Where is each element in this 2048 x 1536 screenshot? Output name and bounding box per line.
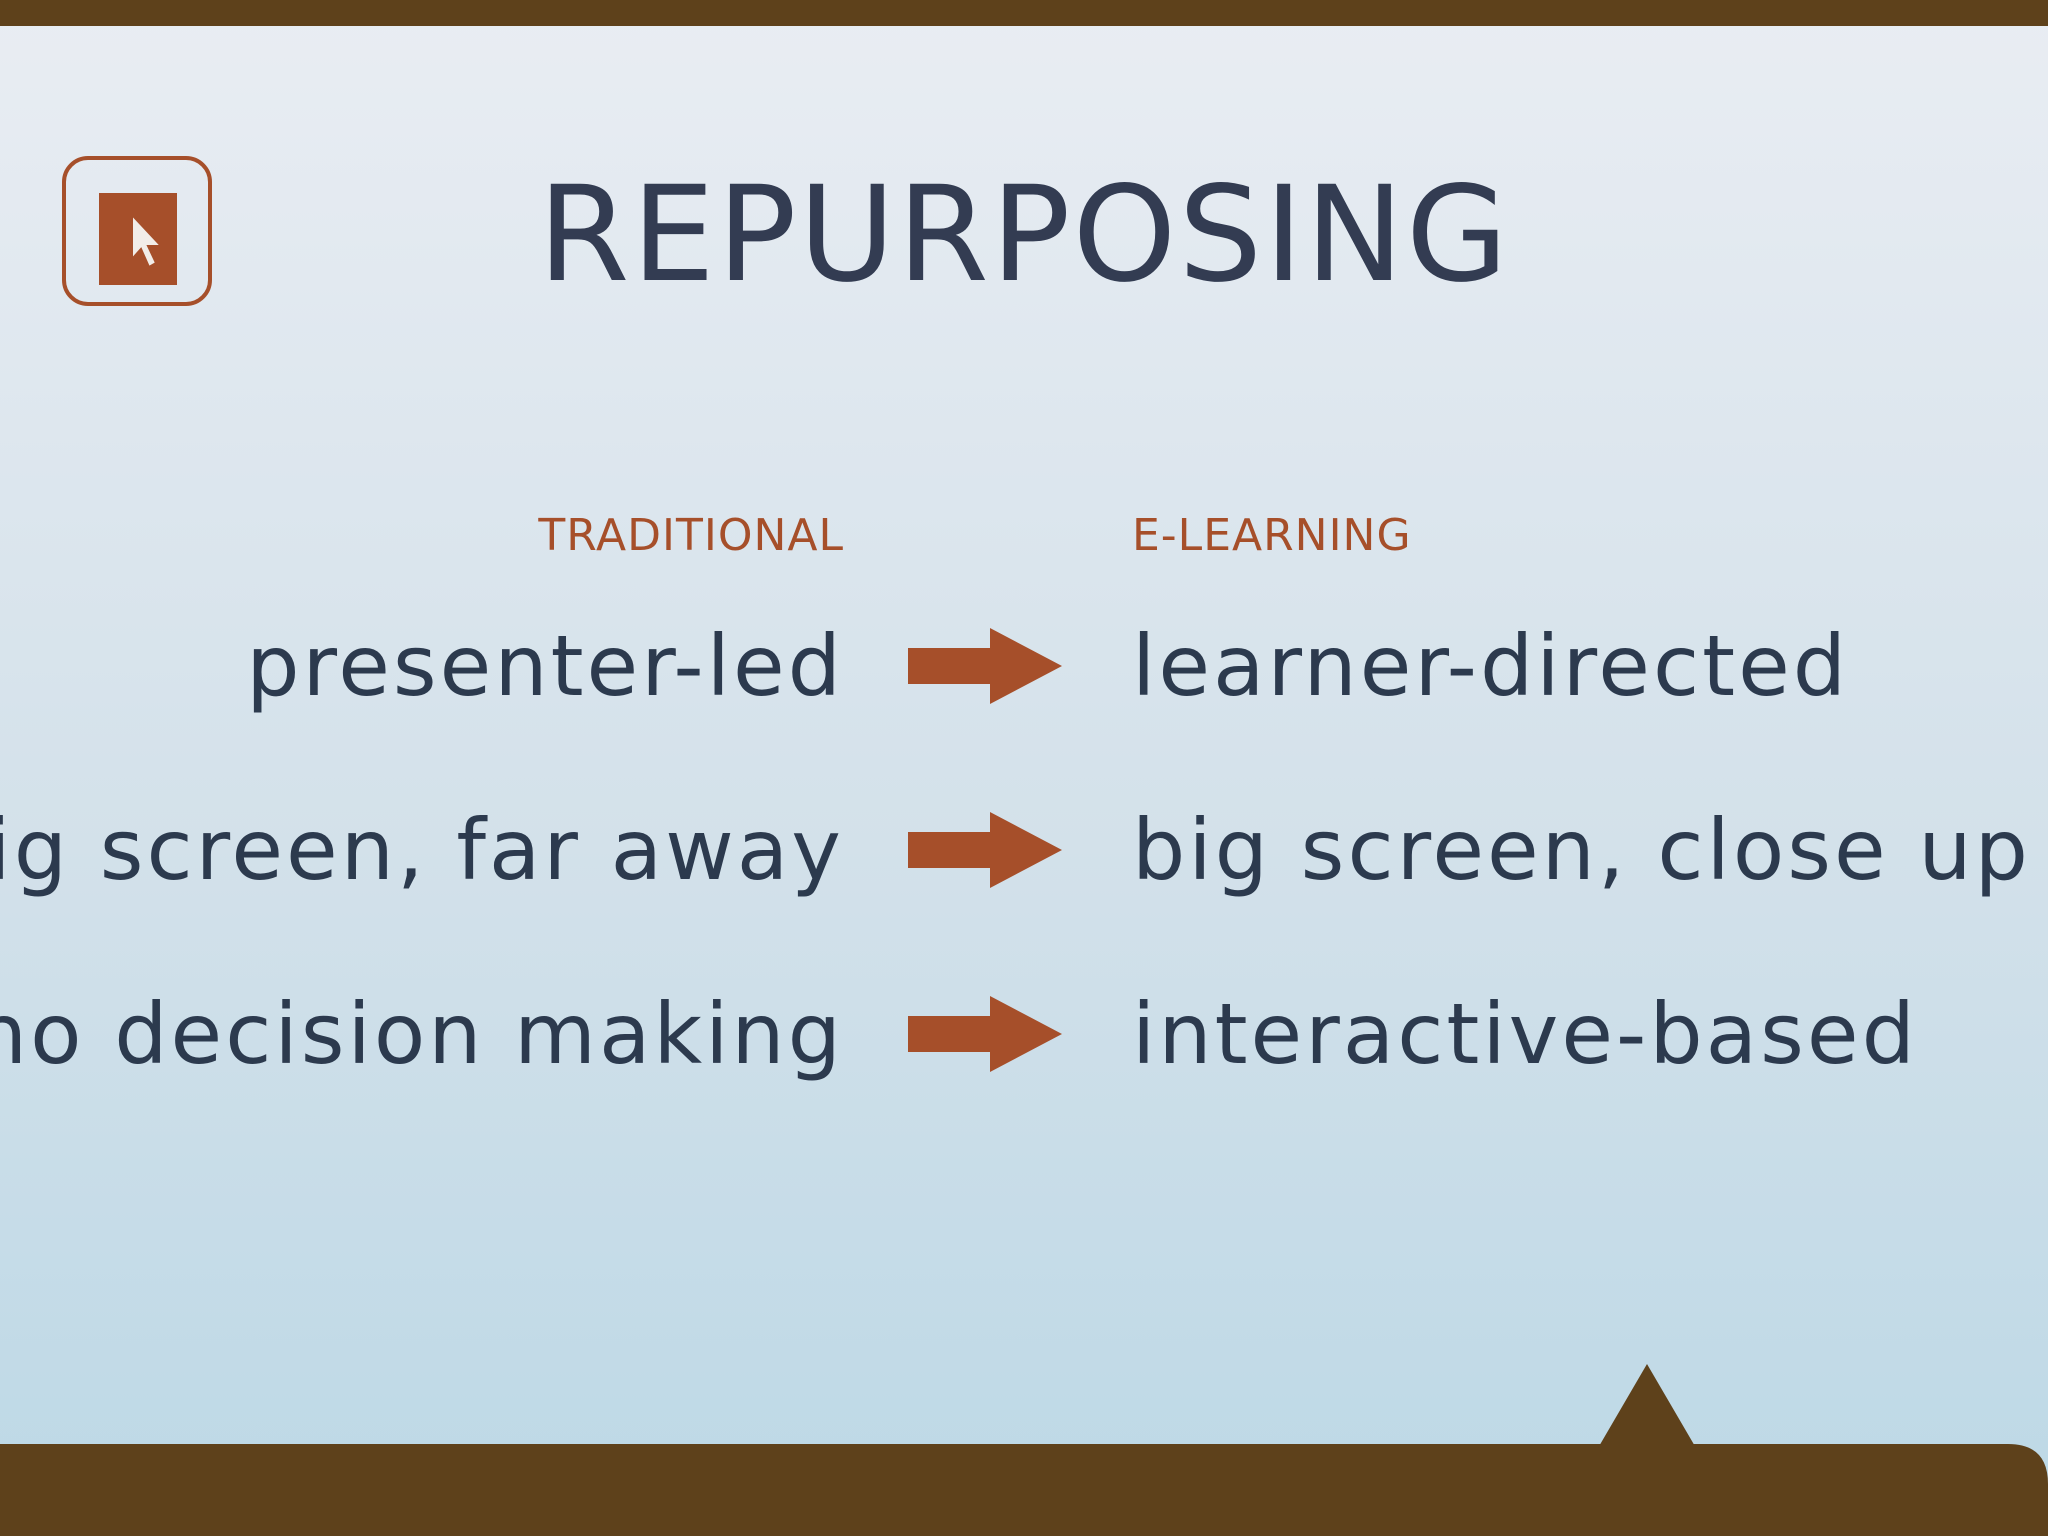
- cursor-icon: [131, 212, 164, 269]
- comparison-row: no decision making interactive-based: [0, 984, 2048, 1084]
- pointer-notch: [1598, 1364, 1696, 1448]
- bottom-frame-bar: [0, 1444, 2048, 1536]
- traditional-item: big screen, far away: [0, 801, 844, 899]
- arrow-right-icon: [908, 812, 1062, 888]
- traditional-heading: TRADITIONAL: [538, 510, 844, 561]
- slide-title-text: REPURPOSING: [537, 158, 1511, 312]
- slide-title: REPURPOSING: [0, 160, 2048, 310]
- traditional-item: presenter-led: [246, 617, 844, 715]
- logo-tile: [99, 193, 177, 285]
- arrow-right-icon: [908, 628, 1062, 704]
- comparison-row: big screen, far away big screen, close u…: [0, 800, 2048, 900]
- elearning-item: learner-directed: [1132, 617, 1850, 715]
- traditional-item: no decision making: [0, 985, 844, 1083]
- arrow-right-icon: [908, 996, 1062, 1072]
- top-frame-bar: [0, 0, 2048, 26]
- elearning-item: interactive-based: [1132, 985, 1918, 1083]
- elearning-item: big screen, close up: [1132, 801, 2031, 899]
- logo: [62, 156, 212, 306]
- elearning-heading: E-LEARNING: [1132, 510, 1412, 561]
- comparison-row: presenter-led learner-directed: [0, 616, 2048, 716]
